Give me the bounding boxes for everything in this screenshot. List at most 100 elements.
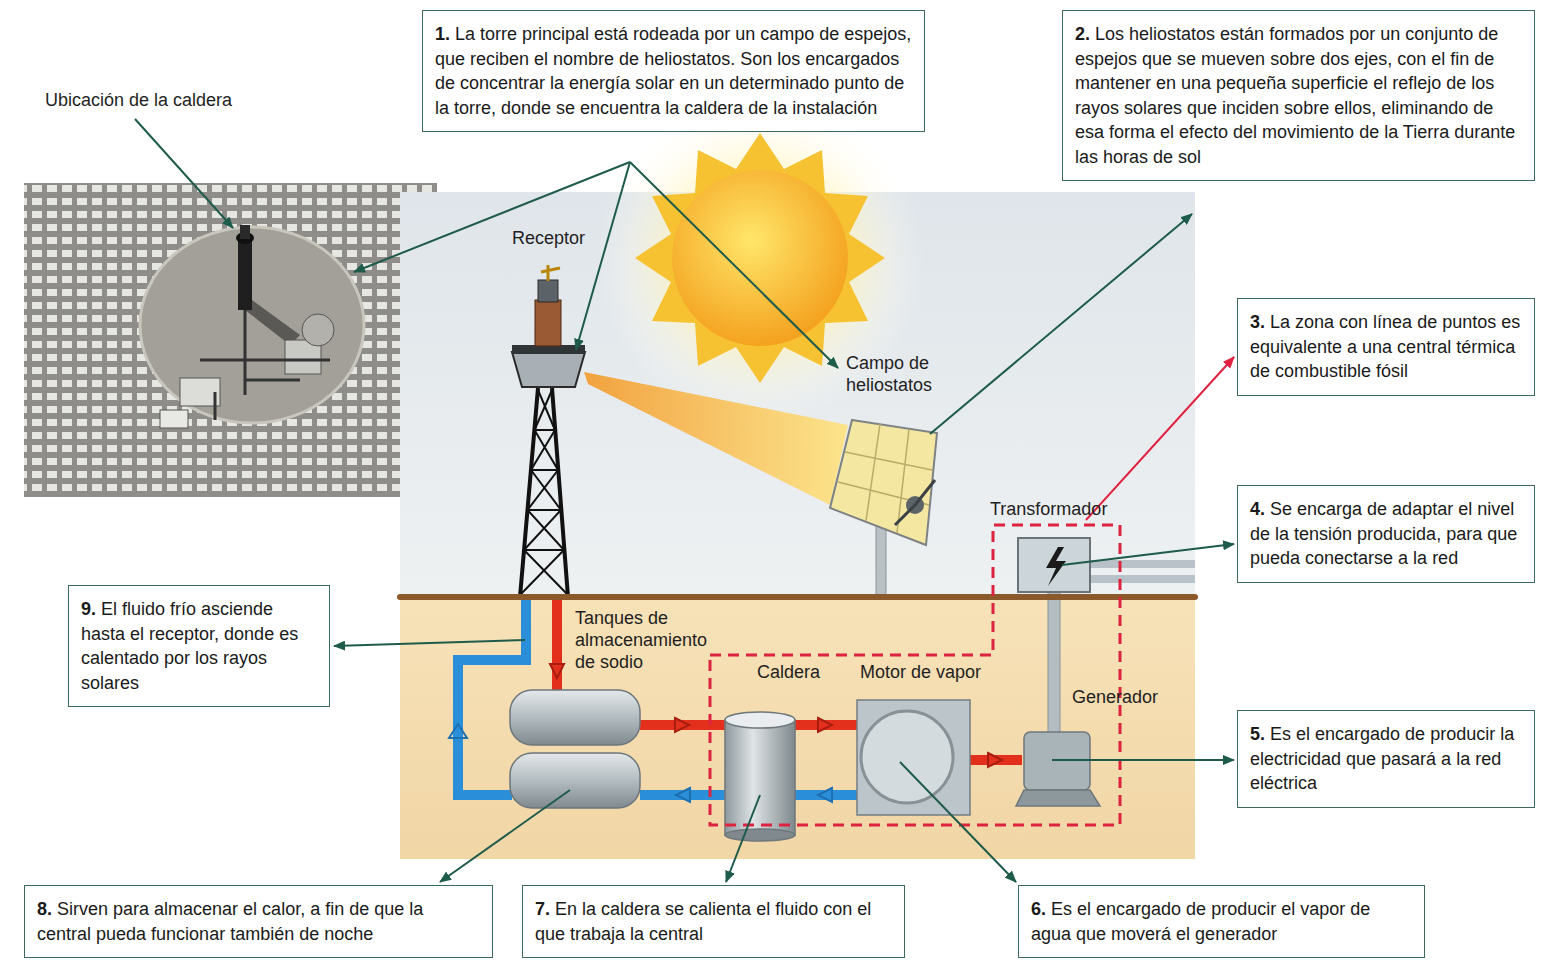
- part-label: Transformador: [990, 498, 1140, 520]
- sun-part: [595, 93, 925, 423]
- tower: [512, 265, 585, 597]
- leader-line-red-part: [1086, 357, 1234, 520]
- callout-box: 4.Se encarga de adaptar el nivel de la t…: [1237, 485, 1535, 583]
- aerial-photo-part: [140, 227, 364, 423]
- sun-part: [672, 170, 848, 346]
- callout-text: Es el encargado de producir la electrici…: [1250, 724, 1514, 793]
- callout-box: 8.Sirven para almacenar el calor, a fin …: [24, 885, 493, 958]
- heliostat-part: [895, 480, 935, 525]
- pipes-part: [988, 753, 1002, 767]
- part-label: Campo de heliostatos: [846, 352, 964, 396]
- callout-number: 4.: [1250, 499, 1265, 519]
- aerial-photo-part: [245, 300, 300, 345]
- equipment-part: [1016, 790, 1100, 806]
- tower-part: [512, 352, 585, 387]
- aerial-photo-part: [200, 310, 330, 420]
- leader-lines-part: [576, 162, 630, 350]
- sun-part: [635, 133, 885, 383]
- pipes-part: [818, 718, 832, 732]
- leader-lines-part: [726, 795, 760, 882]
- callout-text: La zona con línea de puntos es equivalen…: [1250, 312, 1520, 381]
- equipment-part: [857, 700, 970, 815]
- callout-box: 2.Los heliostatos están formados por un …: [1062, 10, 1535, 181]
- part-label: Generador: [1072, 686, 1192, 708]
- callout-text: Se encarga de adaptar el nivel de la ten…: [1250, 499, 1517, 568]
- thermal-plant-region-part: [710, 525, 1120, 825]
- leader-lines-part: [354, 162, 630, 272]
- aerial-photo-part: [24, 183, 437, 497]
- pipes-part: [676, 788, 690, 802]
- callout-text: En la caldera se calienta el fluido con …: [535, 899, 871, 944]
- callout-box: 1.La torre principal está rodeada por un…: [422, 10, 925, 132]
- tower-part: [535, 300, 561, 346]
- transformer-part: [1048, 592, 1060, 734]
- leader-lines-part: [1062, 544, 1234, 565]
- equipment-part: [725, 829, 795, 841]
- heliostat-part: [838, 424, 932, 533]
- equipment-part: [861, 711, 953, 803]
- part-label: Tanques de almacenamiento de sodio: [575, 607, 725, 673]
- pipes-part: [818, 788, 832, 802]
- callout-box: 3.La zona con línea de puntos es equival…: [1237, 298, 1535, 396]
- pipes-part: [550, 664, 564, 678]
- equipment-part: [510, 690, 640, 745]
- callout-text: El fluido frío asciende hasta el recepto…: [81, 599, 298, 693]
- callout-number: 9.: [81, 599, 96, 619]
- aerial-photo-part: [240, 225, 250, 239]
- pipes-part: [449, 724, 467, 738]
- leader-lines-part: [930, 214, 1192, 434]
- part-label: Caldera: [757, 661, 847, 683]
- leader-lines-part: [334, 640, 525, 646]
- scene-background-part: [400, 597, 1195, 859]
- aerial-photo-part: [302, 314, 334, 346]
- callout-number: 7.: [535, 899, 550, 919]
- callout-text: Sirven para almacenar el calor, a fin de…: [37, 899, 423, 944]
- callout-text: La torre principal está rodeada por un c…: [435, 24, 911, 118]
- leader-lines-part: [135, 119, 233, 228]
- heliostat-part: [830, 420, 937, 545]
- leader-lines-part: [630, 162, 838, 368]
- part-label: Ubicación de la caldera: [45, 89, 305, 111]
- callout-text: Es el encargado de producir el vapor de …: [1031, 899, 1370, 944]
- light-beam-part: [584, 372, 848, 505]
- leader-lines-part: [900, 762, 1016, 882]
- equipment-part: [510, 753, 640, 808]
- leader-lines: [135, 119, 1234, 882]
- tower-part: [520, 388, 568, 597]
- tower-part: [538, 280, 558, 302]
- part-label: Receptor: [512, 227, 622, 249]
- leader-line-red: [1086, 357, 1234, 520]
- transformer-part: [1090, 575, 1195, 583]
- tower-part: [520, 390, 568, 595]
- transformer-part: [1046, 547, 1066, 586]
- callout-number: 2.: [1075, 24, 1090, 44]
- thermal-plant-region: [710, 525, 1120, 825]
- sun: [595, 93, 925, 423]
- transformer: [1018, 538, 1195, 734]
- aerial-photo-part: [140, 227, 364, 423]
- aerial-photo-part: [24, 183, 437, 497]
- aerial-photo-part: [160, 410, 188, 428]
- light-beam: [584, 372, 848, 505]
- callout-box: 5.Es el encargado de producir la electri…: [1237, 710, 1535, 808]
- callout-number: 8.: [37, 899, 52, 919]
- leader-lines-part: [440, 790, 570, 882]
- ground-line: [397, 594, 1198, 600]
- callout-number: 1.: [435, 24, 450, 44]
- part-label: Motor de vapor: [860, 661, 1010, 683]
- equipment-part: [725, 712, 795, 728]
- callout-number: 3.: [1250, 312, 1265, 332]
- pipes-part: [675, 718, 689, 732]
- leader-lines-part: [1052, 759, 1234, 761]
- transformer-part: [1018, 538, 1090, 592]
- aerial-photo: [24, 183, 437, 497]
- callout-text: Los heliostatos están formados por un co…: [1075, 24, 1515, 167]
- equipment: [510, 690, 1100, 841]
- callout-number: 5.: [1250, 724, 1265, 744]
- heliostat: [830, 420, 937, 597]
- callout-box: 7.En la caldera se calienta el fluido co…: [522, 885, 905, 958]
- callout-box: 6.Es el encargado de producir el vapor d…: [1018, 885, 1425, 958]
- aerial-photo-part: [238, 238, 252, 310]
- callout-number: 6.: [1031, 899, 1046, 919]
